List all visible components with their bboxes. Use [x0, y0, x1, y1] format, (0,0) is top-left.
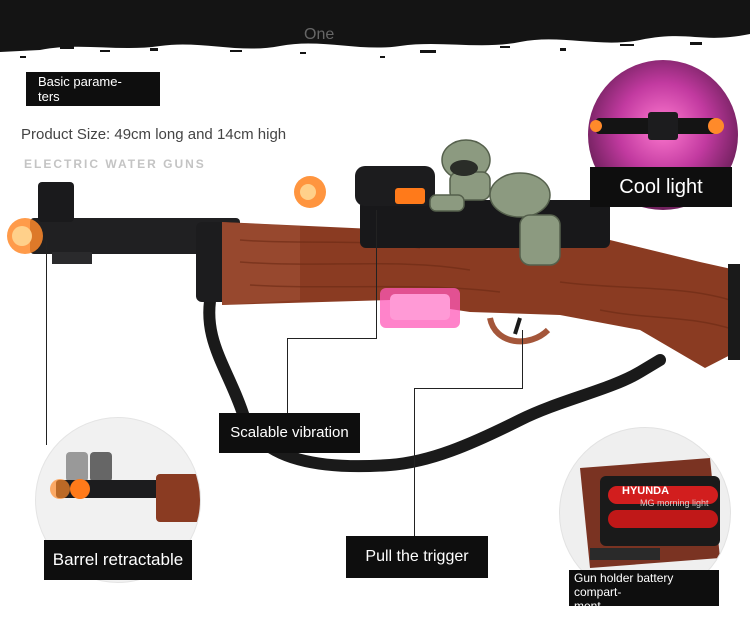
barrel-detail — [50, 452, 200, 522]
battery-compartment-inset: HYUNDA MG morning light — [560, 428, 730, 598]
leader-line-trigger-v2 — [522, 330, 523, 389]
leader-line-vibration-v2 — [376, 210, 377, 339]
cool-light-label: Cool light — [590, 167, 732, 207]
pull-trigger-label: Pull the trigger — [346, 536, 488, 578]
leader-line-trigger-h — [414, 388, 523, 389]
barrel-retractable-label: Barrel retractable — [44, 540, 192, 580]
battery-brand-text: MG morning light — [640, 498, 709, 508]
leader-line-vibration-h — [287, 338, 377, 339]
battery-print-text: HYUNDA — [622, 485, 670, 497]
leader-line-vibration-v — [287, 338, 288, 413]
brush-stroke-banner — [0, 0, 750, 58]
product-size-text: Product Size: 49cm long and 14cm high — [21, 126, 287, 143]
section-word: One — [304, 26, 335, 43]
scalable-vibration-label: Scalable vibration — [219, 413, 360, 453]
cool-light-gun-detail — [590, 112, 724, 140]
watermark-text: ELECTRIC WATER GUNS — [24, 157, 206, 171]
leader-line-trigger-v — [414, 388, 415, 538]
battery-compartment-label: Gun holder battery compart- ment — [569, 570, 719, 612]
params-heading: Basic parame- ters — [26, 72, 160, 106]
battery-detail — [580, 458, 720, 568]
leader-line-barrel — [46, 240, 47, 445]
